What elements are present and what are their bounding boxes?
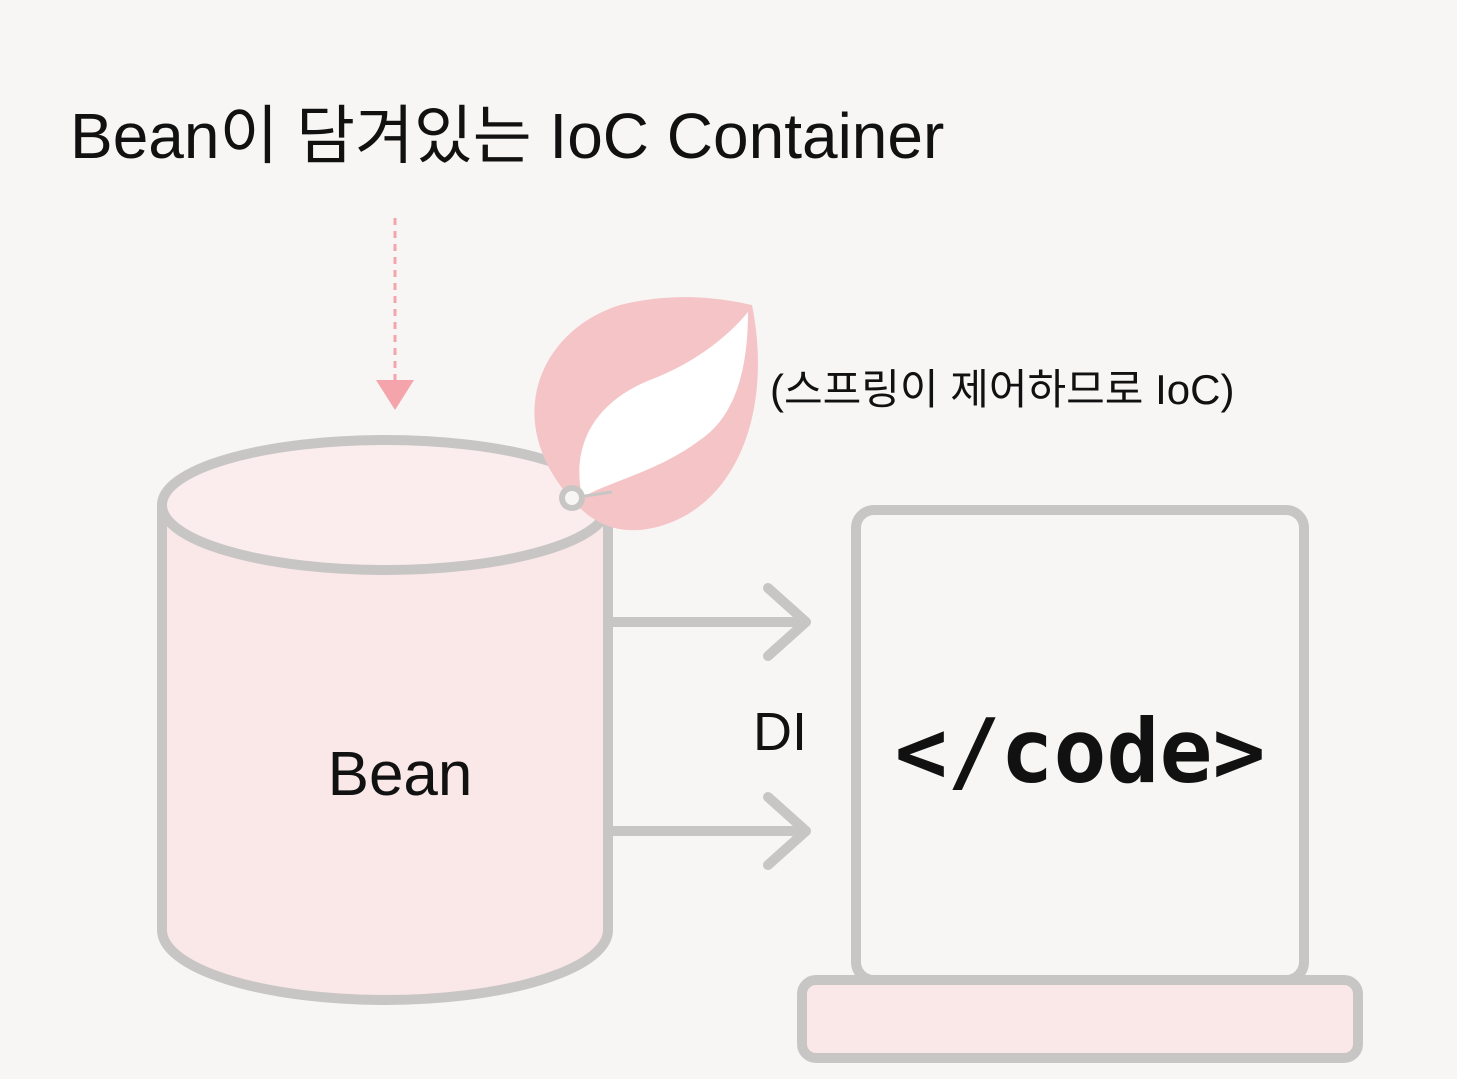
- diagram-title: Bean이 담겨있는 IoC Container: [70, 100, 944, 172]
- di-arrow-top: [608, 583, 811, 661]
- laptop-icon: [797, 505, 1363, 1063]
- code-label: </code>: [895, 700, 1266, 803]
- spring-leaf-icon: [534, 297, 758, 531]
- dotted-down-arrow-icon: [376, 218, 414, 410]
- bean-container-cylinder: [157, 435, 613, 1005]
- bean-label: Bean: [328, 740, 473, 809]
- spring-control-note: (스프링이 제어하므로 IoC): [770, 366, 1234, 413]
- di-arrow-bottom: [608, 792, 811, 870]
- di-label: DI: [753, 702, 807, 762]
